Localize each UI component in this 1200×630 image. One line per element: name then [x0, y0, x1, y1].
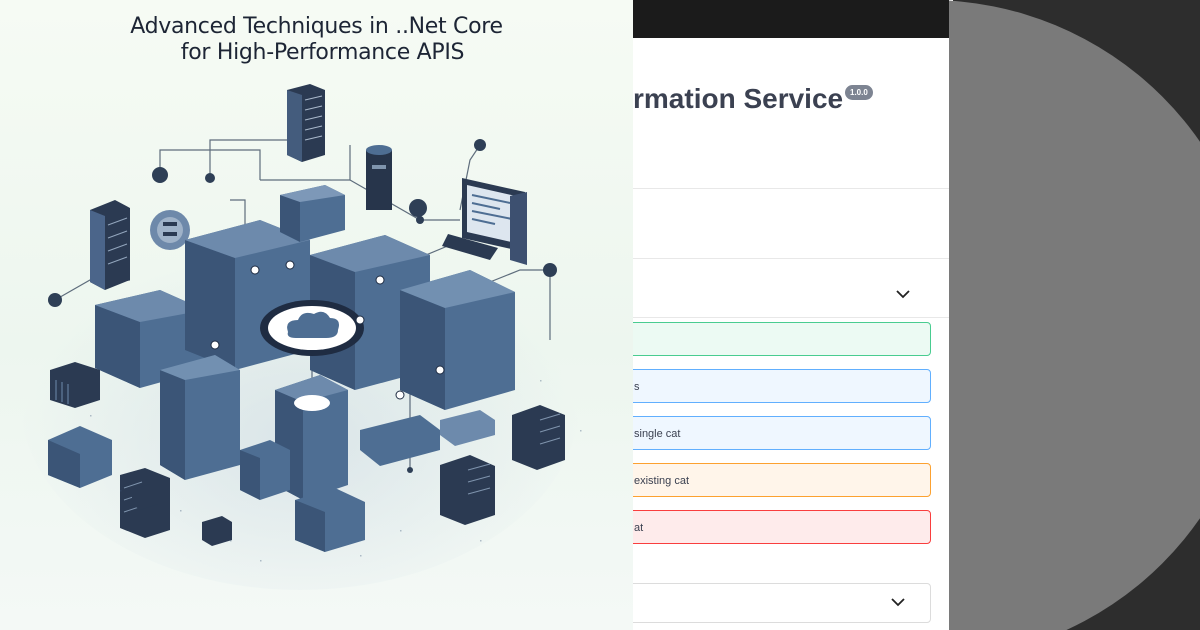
operation-post[interactable]: [633, 322, 931, 356]
banner-title-line1: Advanced Techniques in ..Net Core: [130, 14, 503, 39]
decorative-circle: [949, 0, 1200, 630]
server-network-illustration: [20, 84, 582, 590]
chevron-down-icon[interactable]: [895, 286, 911, 302]
divider: [633, 258, 949, 259]
operation-summary: at: [634, 522, 644, 534]
swagger-topbar: [633, 0, 949, 38]
banner-title: Advanced Techniques in ..Net Core for Hi…: [0, 14, 633, 66]
operation-get-all[interactable]: s: [633, 369, 931, 403]
chevron-down-icon[interactable]: [890, 594, 906, 610]
operation-delete[interactable]: at: [633, 510, 931, 544]
operation-summary: s: [634, 381, 640, 393]
divider: [633, 188, 949, 189]
operation-summary: existing cat: [634, 475, 690, 487]
banner-title-line2: for High-Performance APIS: [180, 40, 465, 65]
tag-section-collapsed[interactable]: [633, 583, 931, 623]
banner-illustration-panel: Advanced Techniques in ..Net Core for Hi…: [0, 0, 633, 630]
version-badge: 1.0.0: [845, 85, 873, 100]
swagger-ui-panel: rmation Service 1.0.0 s single cat exist…: [633, 0, 949, 630]
operation-get-single[interactable]: single cat: [633, 416, 931, 450]
operation-summary: single cat: [634, 428, 681, 440]
decorative-dark-panel: [949, 0, 1200, 630]
service-title: rmation Service: [633, 83, 844, 114]
operation-put[interactable]: existing cat: [633, 463, 931, 497]
divider: [633, 317, 949, 318]
